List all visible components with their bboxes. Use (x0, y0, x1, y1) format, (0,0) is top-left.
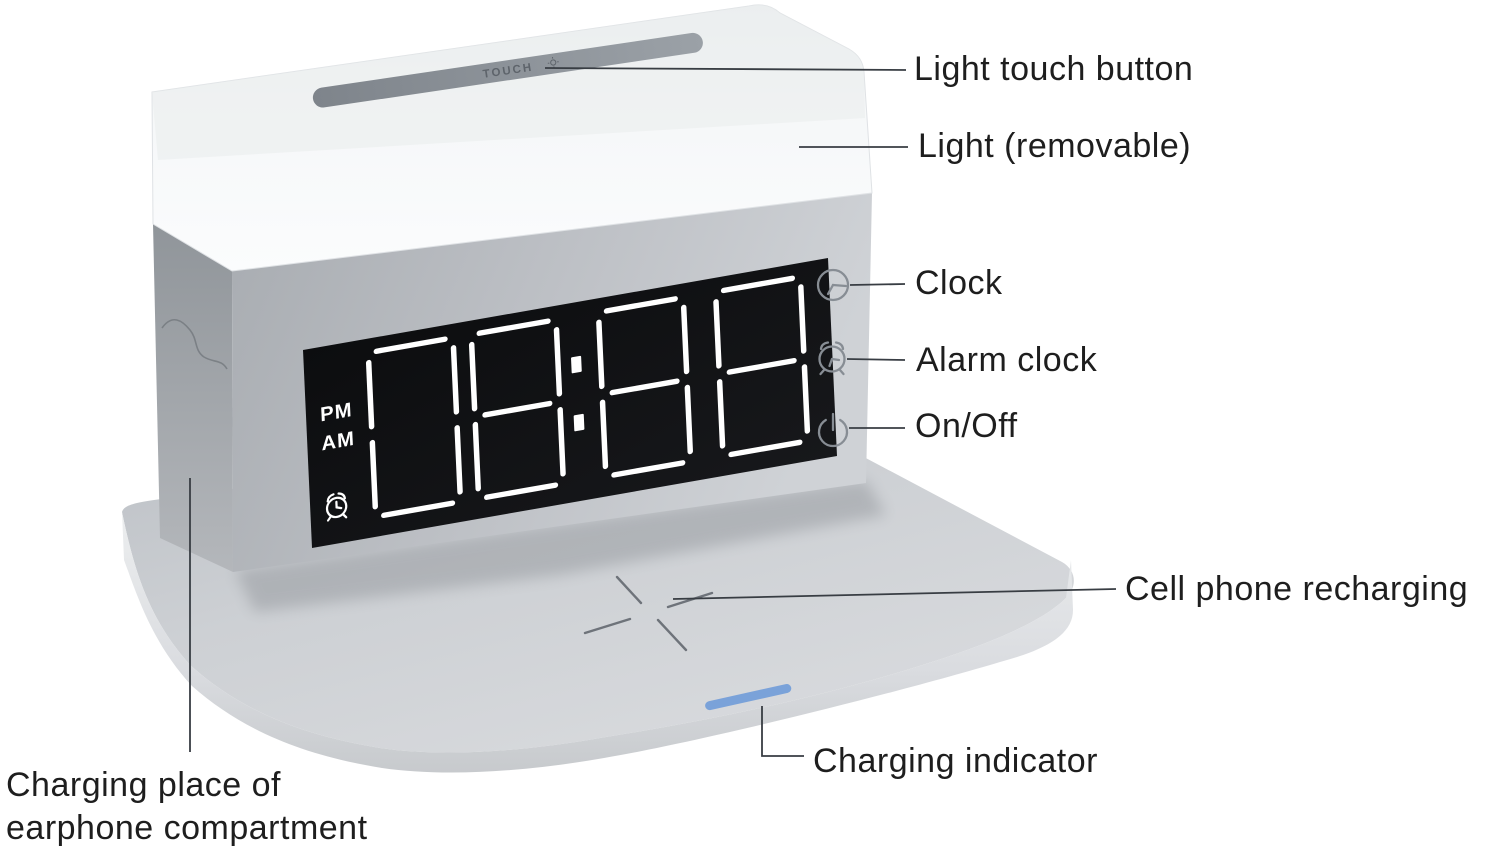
label-earphone-line1: Charging place of (6, 766, 282, 804)
label-cell-phone-recharging: Cell phone recharging (1125, 570, 1469, 608)
alarm-button-icon[interactable] (818, 341, 846, 376)
colon (571, 355, 585, 432)
removable-light: TOUCH (151, 4, 873, 272)
body-left-side (153, 224, 233, 572)
body-shadow (235, 480, 886, 612)
label-alarm-clock: Alarm clock (916, 341, 1098, 379)
label-clock: Clock (915, 264, 1003, 302)
charging-position-cross (583, 575, 714, 652)
clock-button-icon[interactable] (816, 268, 850, 302)
label-on-off: On/Off (915, 407, 1018, 445)
label-earphone-compartment: Charging place of earphone compartment (6, 764, 368, 848)
charging-indicator-led (705, 684, 792, 711)
alarm-indicator-icon (325, 492, 348, 522)
label-light-removable: Light (removable) (918, 127, 1192, 165)
label-charging-indicator: Charging indicator (813, 742, 1098, 780)
power-button-icon[interactable] (817, 412, 849, 448)
seven-segment-digits (365, 275, 811, 519)
earphone-compartment-seam (161, 319, 228, 370)
light-touch-strip[interactable]: TOUCH (312, 32, 705, 109)
label-light-touch-button: Light touch button (914, 50, 1194, 88)
label-earphone-line2: earphone compartment (6, 809, 368, 847)
callout-lines (189, 67, 1117, 757)
clock-display: PM AM (303, 258, 838, 548)
